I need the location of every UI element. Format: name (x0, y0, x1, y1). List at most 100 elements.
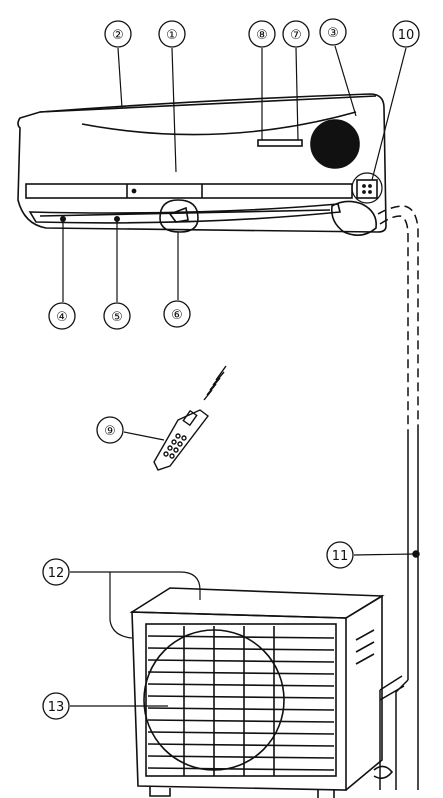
grille-line-10 (147, 743, 335, 747)
grille-line-5 (147, 683, 335, 687)
callout-3: ③ (319, 18, 347, 46)
leader-2 (117, 47, 123, 109)
pipe-dashed-outer (377, 205, 419, 430)
side-grille-2 (355, 641, 375, 653)
remote-button-7 (163, 451, 169, 457)
louver-vent-4 (59, 216, 66, 223)
callout-2-label: ② (112, 28, 124, 43)
indoor-unit (17, 93, 387, 236)
side-grille-1 (355, 629, 375, 641)
callout-8-label: ⑧ (256, 28, 268, 43)
front-grille-frame (145, 623, 337, 777)
connecting-pipe (377, 205, 420, 790)
emergency-switch (356, 179, 378, 199)
callout-7-circle (282, 20, 310, 48)
remote-signal-4 (212, 371, 225, 386)
deflector-knob-detail (168, 206, 189, 223)
remote-button-6 (173, 447, 179, 453)
grille-line-3 (147, 659, 335, 663)
leader-12 (70, 571, 201, 639)
callout-11-circle (326, 541, 354, 569)
grille-line-1 (147, 635, 335, 639)
callout-12-circle (42, 558, 70, 586)
front-panel-curve (81, 111, 357, 136)
callout-5-circle (103, 302, 131, 330)
outdoor-unit (129, 587, 394, 798)
leader-3 (334, 45, 357, 117)
callout-9-label: ⑨ (104, 424, 116, 439)
indoor-unit-body (17, 93, 387, 233)
grille-line-12 (147, 767, 335, 771)
deflector-knob (159, 199, 199, 233)
switch-dot-4 (368, 190, 372, 194)
callout-13-label: 13 (48, 700, 65, 715)
callout-6-label: ⑥ (171, 308, 183, 323)
callout-2-circle (104, 20, 132, 48)
callout-8-circle (248, 20, 276, 48)
callout-4-label: ④ (56, 310, 68, 325)
callout-5-label: ⑤ (111, 310, 123, 325)
outdoor-unit-front (131, 611, 347, 791)
callout-10-label: 10 (398, 28, 415, 43)
service-valve (373, 765, 394, 780)
callout-1-circle (158, 20, 186, 48)
callout-7: ⑦ (282, 20, 310, 48)
remote-button-2 (181, 435, 187, 441)
callout-3-label: ③ (327, 26, 339, 41)
remote-button-3 (171, 439, 177, 445)
indoor-pipe-bend (330, 200, 378, 236)
leader-lines (62, 45, 415, 707)
louver-inner-line (39, 209, 331, 217)
louver-vent-5 (114, 216, 121, 223)
remote-button-5 (167, 445, 173, 451)
callout-13: 13 (42, 692, 70, 720)
callout-8: ⑧ (248, 20, 276, 48)
remote-button-8 (169, 453, 175, 459)
callout-9-circle (96, 416, 124, 444)
outdoor-unit-side (345, 594, 383, 791)
remote-signal-5 (215, 365, 227, 381)
remote-signal-3 (209, 377, 221, 391)
outdoor-foot-right (317, 790, 335, 798)
remote-button-1 (175, 433, 181, 439)
remote-signal-2 (206, 383, 217, 396)
grille-line-11 (147, 755, 335, 759)
callout-1-label: ① (166, 28, 178, 43)
callout-2: ② (104, 20, 132, 48)
grille-line-2 (147, 647, 335, 651)
callouts: ① ② ③ ④ ⑤ ⑥ ⑦ ⑧ (42, 18, 420, 720)
callout-11: 11 (326, 541, 354, 569)
grille-line-8 (147, 719, 335, 723)
remote-receiver-window (257, 139, 303, 147)
leader-9 (123, 431, 165, 441)
callout-5: ⑤ (103, 302, 131, 330)
grille-line-9 (147, 731, 335, 735)
leader-10-highlight (351, 172, 383, 204)
switch-dot-2 (368, 184, 372, 188)
remote-display (182, 409, 198, 427)
callout-4: ④ (48, 302, 76, 330)
callout-12-label: 12 (48, 566, 65, 581)
pipe-drain (379, 675, 405, 790)
remote-body (153, 409, 209, 471)
outdoor-foot-left (149, 786, 171, 797)
side-grille-3 (355, 653, 375, 665)
leader-7 (295, 47, 299, 141)
grille-line-6 (147, 695, 335, 699)
grille-line-4 (147, 671, 335, 675)
callout-10-circle (392, 20, 420, 48)
display-dot (131, 188, 137, 194)
pipe-to-outdoor (395, 679, 409, 790)
callout-6: ⑥ (163, 300, 191, 328)
callout-9: ⑨ (96, 416, 124, 444)
callout-3-circle (319, 18, 347, 46)
grille-line-7 (147, 707, 335, 711)
switch-dot-3 (362, 190, 366, 194)
top-edge (39, 95, 377, 113)
callout-10: 10 (392, 20, 420, 48)
callout-6-circle (163, 300, 191, 328)
display-strip (25, 183, 353, 199)
switch-dot-1 (362, 184, 366, 188)
